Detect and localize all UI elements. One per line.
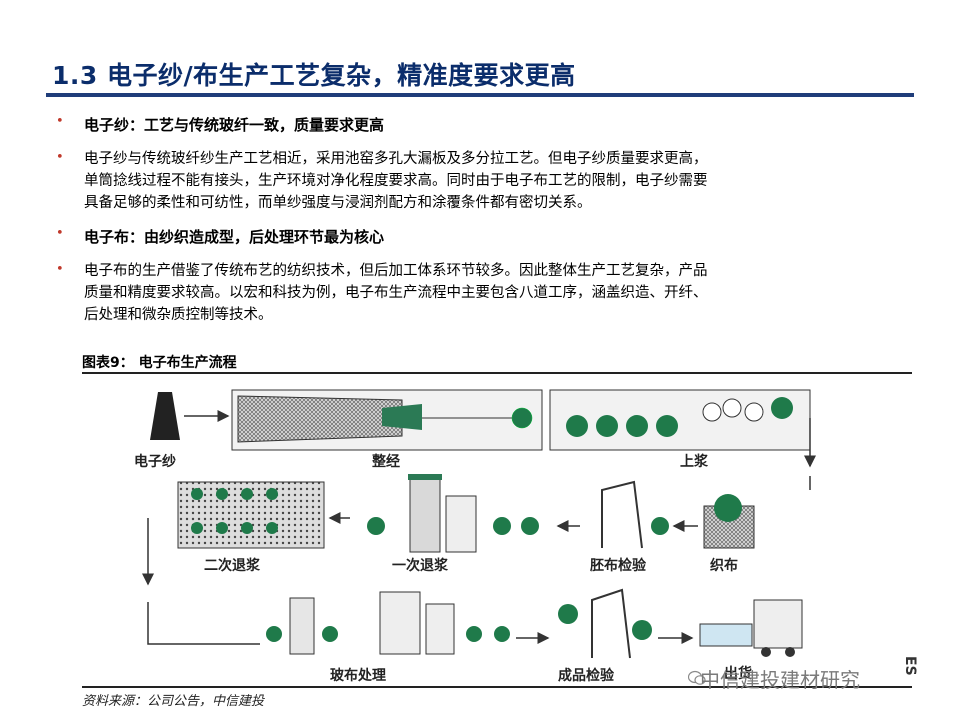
bullet-paragraph: 电子布的生产借鉴了传统布艺的纺织技术，但后加工体系环节较多。因此整体生产工艺复杂… [84,260,914,326]
step-label-yarn: 电子纱 [134,453,176,470]
first-desizing-oven-frame-icon [408,474,442,480]
truck-wheel-icon [761,647,771,657]
step-label-final-inspection: 成品检验 [558,667,615,684]
first-desizing-side-icon [445,495,477,553]
bullet-list: • 电子纱：工艺与传统玻纤一致，质量要求更高 • 电子纱与传统玻纤纱生产工艺相近… [54,112,914,336]
side-logo: ES [902,656,918,676]
sizing-beam-icon [771,397,793,419]
wechat-icon [688,670,706,685]
dryer-roller-icon [722,398,742,418]
dryer-roller-icon [702,402,722,422]
warping-cone-icon [382,404,422,430]
yarn-bobbin-icon [150,392,180,440]
bullet-heading: 电子布：由纱织造成型，后处理环节最为核心 [84,228,385,246]
text-line: 单筒捻线过程不能有接头，生产环境对净化程度要求高。同时由于电子布工艺的限制，电子… [84,173,708,189]
desizing-roller-icon [216,488,228,500]
warping-creel-icon [237,395,403,443]
treatment-roller-icon [466,626,482,642]
desizing-roller-icon [266,522,278,534]
figure-bottom-rule [82,686,912,688]
bullet-item: • 电子纱：工艺与传统玻纤一致，质量要求更高 [54,112,914,138]
sizing-roller-icon [626,415,648,437]
desizing-roller-icon [191,522,203,534]
desizing-roller-icon [521,517,539,535]
beam-roller-icon [511,407,533,429]
shipping-truck-icon [753,599,803,649]
step-label-first-desizing: 一次退浆 [392,557,449,574]
desizing-roller-icon [266,488,278,500]
bullet-icon: • [56,114,64,129]
step-label-second-desizing: 二次退浆 [204,557,261,574]
text-line: 后处理和微杂质控制等技术。 [84,307,273,323]
truck-wheel-icon [785,647,795,657]
bullet-paragraph: 电子纱与传统玻纤纱生产工艺相近，采用池窑多孔大漏板及多分拉工艺。但电子纱质量要求… [84,148,914,214]
figure-title: 图表9： 电子布生产流程 [82,355,237,371]
source-note: 资料来源：公司公告，中信建投 [82,694,265,709]
first-desizing-oven-icon [409,477,441,553]
desizing-roller-icon [493,517,511,535]
shipping-pallet-icon [699,623,753,647]
treatment-roller-icon [494,626,510,642]
glass-treatment-unit-icon [289,597,315,655]
dryer-roller-icon [744,402,764,422]
bullet-heading: 电子纱：工艺与传统玻纤一致，质量要求更高 [84,116,385,134]
treatment-roller-icon [322,626,338,642]
page-title: 1.3 电子纱/布生产工艺复杂，精准度要求更高 [52,61,576,90]
desizing-roller-icon [241,522,253,534]
treatment-roller-icon [266,626,282,642]
final-inspection-roller-icon [632,620,652,640]
watermark-text: 中信建投建材研究 [700,668,860,692]
sizing-roller-icon [656,415,678,437]
text-line: 具备足够的柔性和可纺性，而单纱强度与浸润剂配方和涂覆条件都有密切关系。 [84,195,592,211]
step-label-sizing: 上浆 [680,453,709,470]
step-label-warping: 整经 [371,453,400,470]
process-flow-diagram: 电子纱 整经 上浆 二次退浆 一次退浆 胚布检验 织布 玻布处理 成品检验 出货 [134,389,816,684]
figure-top-rule [82,372,912,374]
bullet-icon: • [56,150,64,165]
inspection-roller-icon [651,517,669,535]
glass-treatment-oven-icon [379,591,421,655]
step-label-grey-inspection: 胚布检验 [590,557,647,574]
title-divider [46,93,914,97]
sizing-roller-icon [566,415,588,437]
step-label-weaving: 织布 [710,557,738,574]
sizing-frame-icon [549,389,811,451]
bullet-icon: • [56,262,64,277]
desizing-roller-icon [216,522,228,534]
final-inspection-frame-icon [591,588,631,659]
bullet-item: • 电子布的生产借鉴了传统布艺的纺织技术，但后加工体系环节较多。因此整体生产工艺… [54,260,914,326]
text-line: 电子纱与传统玻纤纱生产工艺相近，采用池窑多孔大漏板及多分拉工艺。但电子纱质量要求… [84,151,708,167]
text-line: 质量和精度要求较高。以宏和科技为例，电子布生产流程中主要包含八道工序，涵盖织造、… [84,285,708,301]
step-label-glass-treatment: 玻布处理 [330,667,386,684]
desizing-roller-icon [191,488,203,500]
glass-treatment-oven-icon [425,603,455,655]
inspection-frame-icon [601,480,643,549]
loom-beam-icon [714,494,742,522]
bullet-item: • 电子布：由纱织造成型，后处理环节最为核心 [54,224,914,250]
text-line: 电子布的生产借鉴了传统布艺的纺织技术，但后加工体系环节较多。因此整体生产工艺复杂… [84,263,708,279]
desizing-roller-icon [367,517,385,535]
desizing-roller-icon [241,488,253,500]
bullet-icon: • [56,226,64,241]
step-label-shipping: 出货 [724,665,752,682]
bullet-item: • 电子纱与传统玻纤纱生产工艺相近，采用池窑多孔大漏板及多分拉工艺。但电子纱质量… [54,148,914,214]
flow-line [147,602,260,645]
sizing-roller-icon [596,415,618,437]
final-inspection-roller-icon [558,604,578,624]
